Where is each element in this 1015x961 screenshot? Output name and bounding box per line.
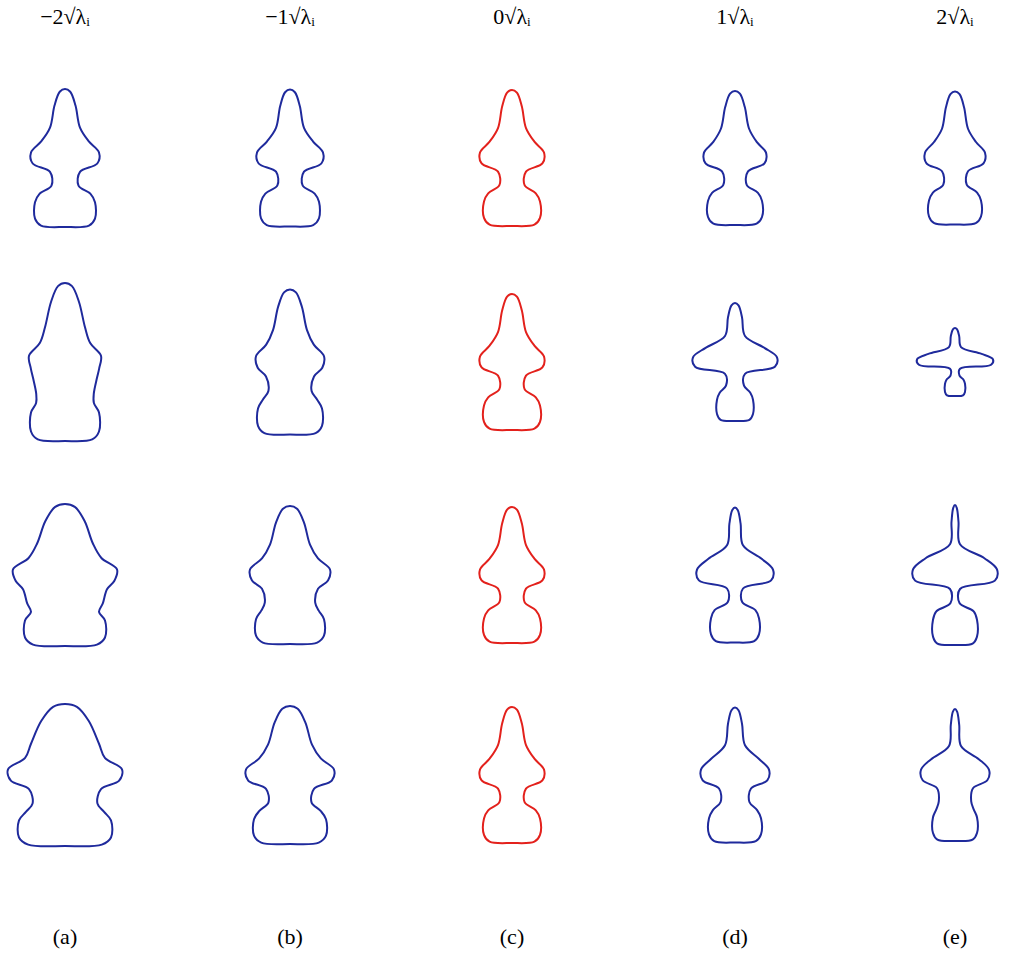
mean-shape: [479, 294, 544, 430]
shape-outline: [256, 90, 323, 227]
shape-outline: [30, 89, 99, 227]
shape-outline: [696, 508, 773, 643]
mean-shape: [479, 707, 544, 843]
shape-outline: [912, 505, 997, 645]
shape-outline: [700, 708, 769, 843]
shape-outline: [8, 704, 123, 846]
column-header: 2√λᵢ: [936, 4, 973, 30]
shape-outline: [921, 709, 990, 841]
panel-label: (a): [53, 924, 77, 950]
shape-outline: [13, 504, 118, 646]
column-header: −2√λᵢ: [40, 4, 90, 30]
shape-outline: [925, 92, 986, 225]
shape-outline: [256, 290, 325, 435]
mean-shape: [479, 507, 544, 643]
panel-label: (c): [500, 924, 524, 950]
mean-shape: [479, 90, 544, 226]
shape-outline: [250, 506, 331, 644]
panel-label: (e): [943, 924, 967, 950]
shape-outline: [29, 283, 102, 441]
shape-outline: [917, 328, 993, 396]
panel-label: (b): [277, 924, 303, 950]
column-header: 1√λᵢ: [716, 4, 753, 30]
column-header: 0√λᵢ: [493, 4, 530, 30]
shape-outline: [693, 303, 778, 421]
column-header: −1√λᵢ: [265, 4, 315, 30]
panel-label: (d): [722, 924, 748, 950]
shape-outline: [246, 706, 335, 844]
shape-outline: [703, 91, 766, 225]
